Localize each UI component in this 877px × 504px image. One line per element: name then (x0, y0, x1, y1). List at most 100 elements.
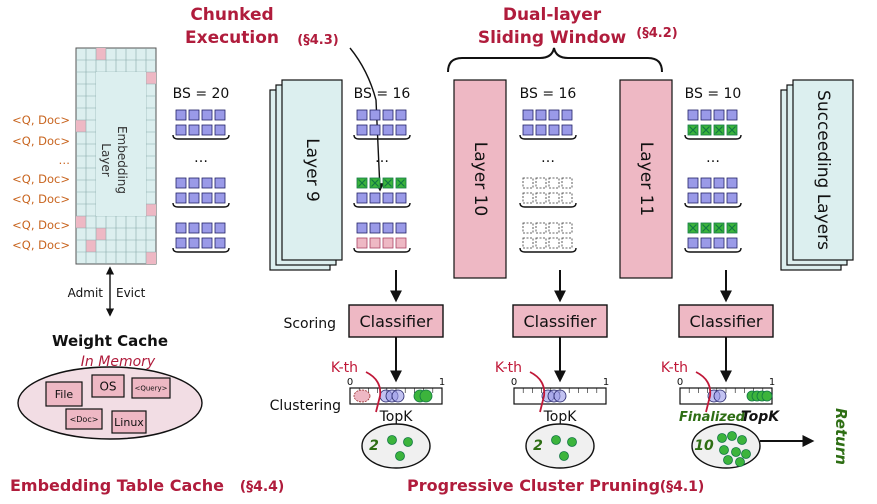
batch-chunk-bracket (519, 202, 577, 208)
token-active (214, 109, 226, 121)
chunked-pointer (349, 47, 384, 192)
token-active (713, 237, 725, 249)
token-active (548, 124, 560, 136)
token-pending (382, 237, 394, 249)
topk-cluster-dot (737, 435, 747, 445)
token-active (726, 109, 738, 121)
batch-chunk-bracket (684, 202, 742, 208)
input-pair-label: <Q, Doc> (12, 134, 70, 148)
token-empty (561, 222, 573, 234)
weight-cache-item-label: File (55, 388, 74, 401)
token-pruned-mark (702, 224, 710, 232)
token-active (369, 192, 381, 204)
embedding-layer-line1: Embedding (115, 126, 129, 194)
token-active (356, 192, 368, 204)
token-active (188, 237, 200, 249)
topk-cluster (761, 390, 773, 402)
weight-cache-item-label: OS (99, 380, 116, 394)
batch-ellipsis: … (706, 150, 720, 166)
token-active (382, 124, 394, 136)
token-empty (561, 192, 573, 204)
topk-label: TopK (379, 409, 414, 425)
batch-chunk-bracket (519, 134, 577, 140)
token-empty (561, 237, 573, 249)
topk-cluster-dot (717, 433, 727, 443)
batch-size-label: BS = 16 (520, 86, 577, 102)
chunked-title-line2: Execution (185, 28, 279, 48)
weight-cache-item-label: <Query> (134, 385, 167, 393)
topk-cluster (419, 389, 433, 403)
token-pruned-mark (384, 179, 392, 187)
topk-cluster-dot (741, 449, 751, 459)
return-label: Return (832, 408, 850, 465)
token-pruned-mark (689, 126, 697, 134)
input-pair-label: … (59, 153, 71, 167)
layer-10-label: Layer 10 (470, 142, 490, 216)
token-active (369, 222, 381, 234)
token-active (382, 109, 394, 121)
token-pruned-mark (728, 224, 736, 232)
token-pruned-mark (728, 126, 736, 134)
topk-cluster-dot (719, 445, 729, 455)
weight-cache-item-label: <Doc> (70, 415, 99, 424)
dual-title-line1: Dual-layer (503, 5, 602, 25)
token-active (201, 222, 213, 234)
input-pair-label: <Q, Doc> (12, 218, 70, 232)
batch-ellipsis: … (541, 150, 555, 166)
token-active (700, 177, 712, 189)
topk-cluster-dot (551, 435, 561, 445)
token-active (356, 124, 368, 136)
chunked-ref: (§4.3) (297, 33, 338, 48)
token-empty (548, 222, 560, 234)
batch-chunk-bracket (519, 247, 577, 253)
kth-label: K-th (661, 360, 688, 376)
topk-cluster-dot (559, 451, 569, 461)
token-active (214, 177, 226, 189)
token-active (369, 109, 381, 121)
input-pair-label: <Q, Doc> (12, 192, 70, 206)
dual-window-brace (447, 47, 663, 73)
candidate-cluster (553, 389, 567, 403)
token-active (188, 222, 200, 234)
kth-label: K-th (495, 360, 522, 376)
token-empty (561, 177, 573, 189)
axis-start-label: 0 (347, 377, 353, 388)
token-active (188, 192, 200, 204)
batch-chunk-bracket (353, 247, 411, 253)
batch-columns: BS = 20…BS = 16…BS = 16…BS = 10… (172, 86, 742, 253)
token-empty (522, 177, 534, 189)
token-active (356, 109, 368, 121)
token-active (561, 124, 573, 136)
batch-chunk-bracket (172, 247, 230, 253)
token-active (395, 192, 407, 204)
topk-label: TopK (543, 409, 578, 425)
token-active (535, 124, 547, 136)
token-pending (356, 237, 368, 249)
token-active (535, 109, 547, 121)
kth-threshold (365, 371, 382, 413)
classifier-label: Classifier (523, 312, 596, 331)
batch-chunk-bracket (684, 247, 742, 253)
kth-label: K-th (331, 360, 358, 376)
topk-count: 10 (694, 438, 714, 454)
token-active (201, 177, 213, 189)
token-empty (548, 192, 560, 204)
token-active (356, 222, 368, 234)
token-active (395, 124, 407, 136)
token-active (382, 192, 394, 204)
token-pruned-mark (715, 224, 723, 232)
token-pruned-mark (689, 224, 697, 232)
token-pending (369, 237, 381, 249)
batch-ellipsis: … (194, 150, 208, 166)
token-active (726, 237, 738, 249)
weight-cache-item (91, 374, 125, 398)
grid-cached-cell (146, 72, 156, 84)
token-active (548, 109, 560, 121)
topk-cluster-dot (731, 447, 741, 457)
token-pruned-mark (702, 126, 710, 134)
scoring-row-label: Scoring (283, 316, 336, 332)
weight-cache-item (131, 377, 171, 399)
